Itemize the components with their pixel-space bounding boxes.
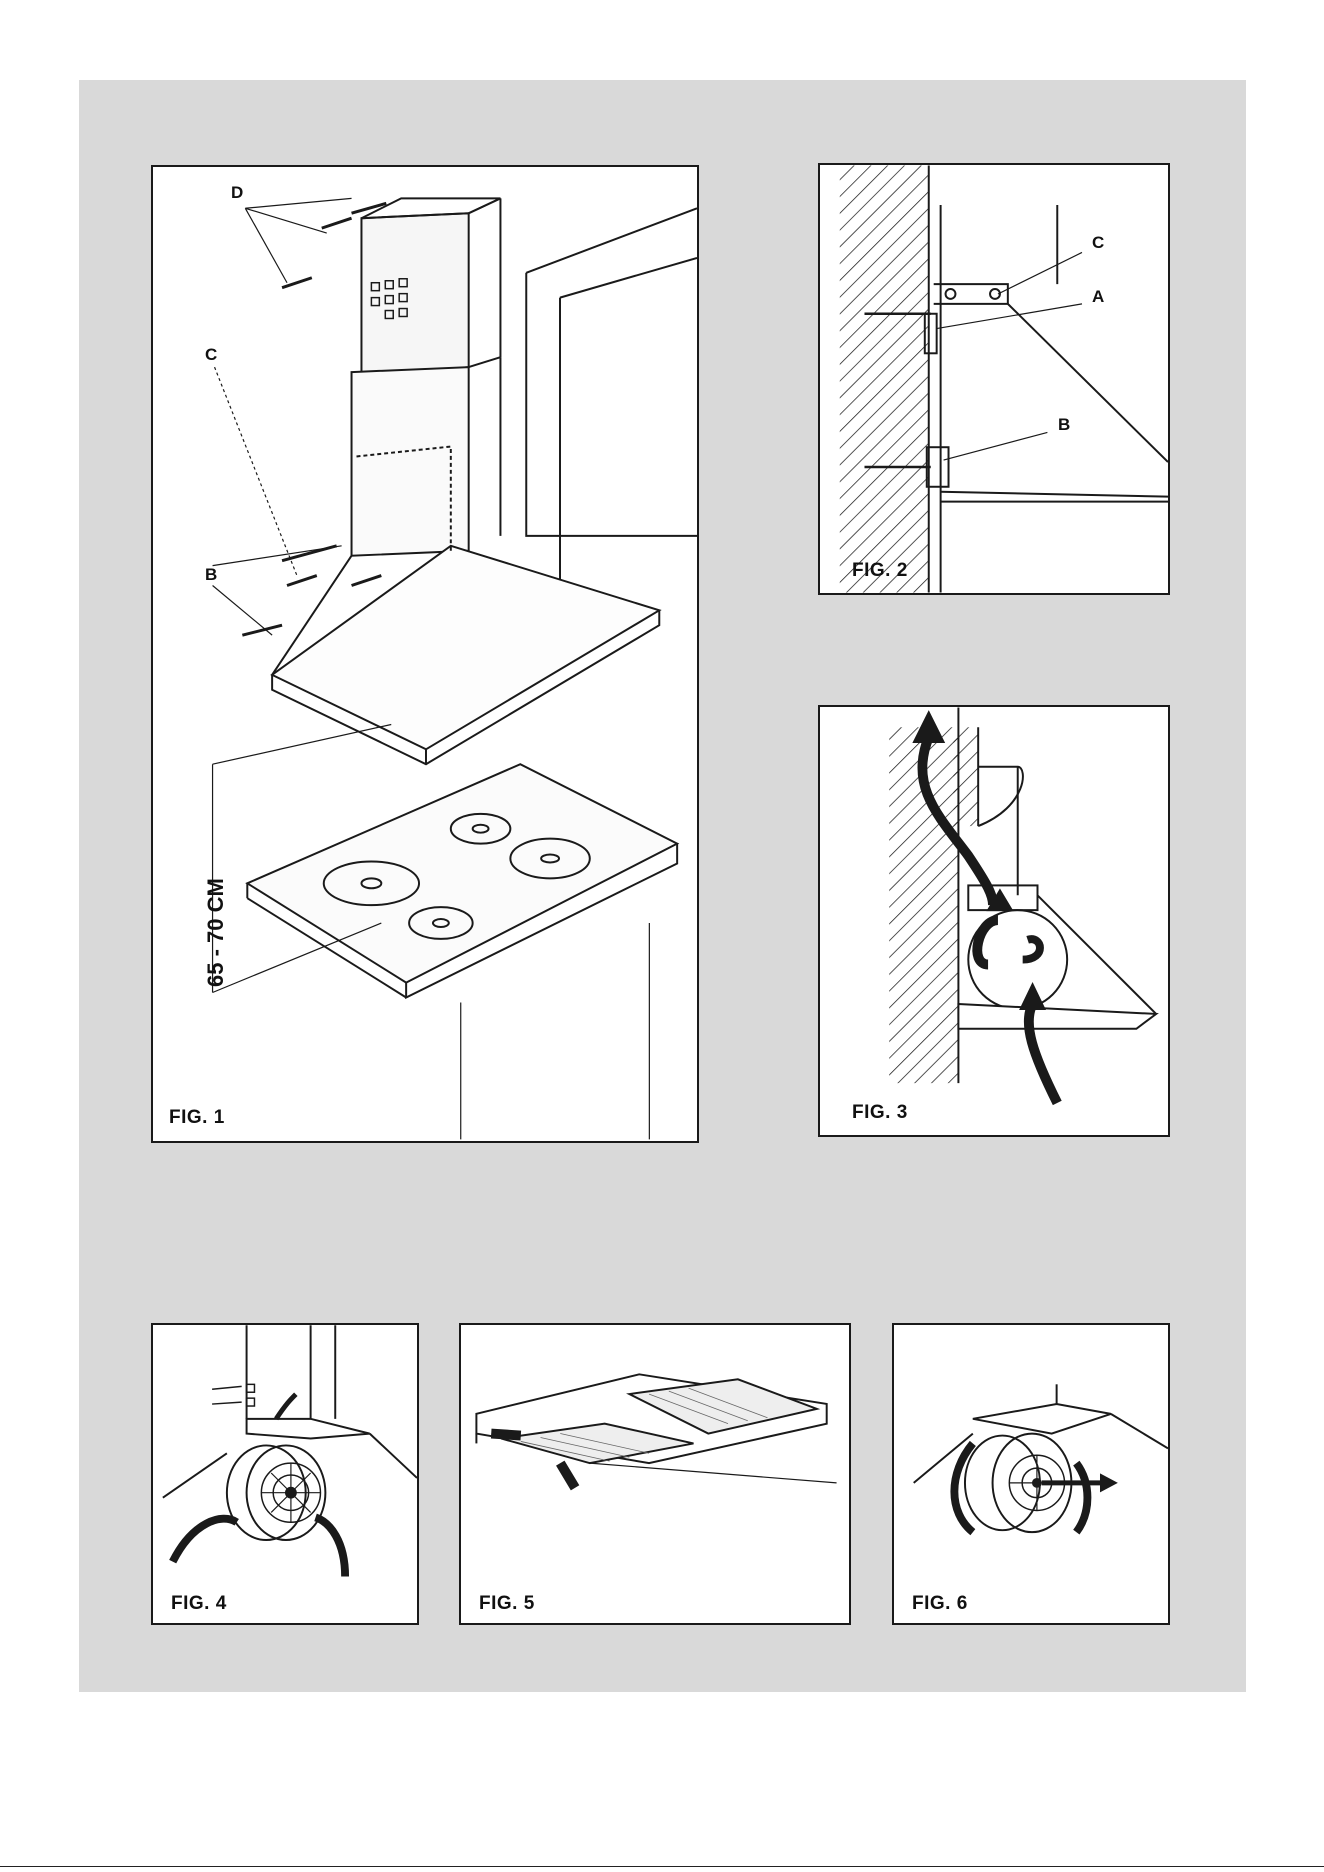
figure-2-label-a: A (1092, 287, 1104, 307)
figure-sheet: D C B 65 - 70 CM FIG. 1 (79, 80, 1246, 1692)
figure-1-panel: D C B 65 - 70 CM FIG. 1 (151, 165, 699, 1143)
figure-5-caption: FIG. 5 (479, 1593, 535, 1615)
figure-6-caption: FIG. 6 (912, 1593, 968, 1615)
figure-2-caption: FIG. 2 (852, 560, 908, 582)
figure-2-label-c: C (1092, 233, 1104, 253)
figure-4-panel: FIG. 4 (151, 1323, 419, 1625)
figure-1-label-c: C (205, 345, 217, 365)
figure-6-drawing (894, 1325, 1168, 1623)
figure-5-panel: FIG. 5 (459, 1323, 851, 1625)
figure-5-drawing (461, 1325, 849, 1623)
figure-3-drawing (820, 707, 1168, 1135)
figure-4-caption: FIG. 4 (171, 1593, 227, 1615)
figure-1-label-d: D (231, 183, 243, 203)
figure-2-drawing (820, 165, 1168, 593)
figure-1-caption: FIG. 1 (169, 1107, 225, 1129)
figure-3-caption: FIG. 3 (852, 1102, 908, 1124)
figure-2-label-b: B (1058, 415, 1070, 435)
figure-4-drawing (153, 1325, 417, 1623)
figure-2-panel: C A B FIG. 2 (818, 163, 1170, 595)
page-bottom-rule (0, 1866, 1324, 1867)
figure-1-drawing (153, 167, 697, 1141)
figure-1-label-b: B (205, 565, 217, 585)
figure-3-panel: FIG. 3 (818, 705, 1170, 1137)
figure-6-panel: FIG. 6 (892, 1323, 1170, 1625)
figure-1-dimension-label: 65 - 70 CM (203, 878, 229, 987)
